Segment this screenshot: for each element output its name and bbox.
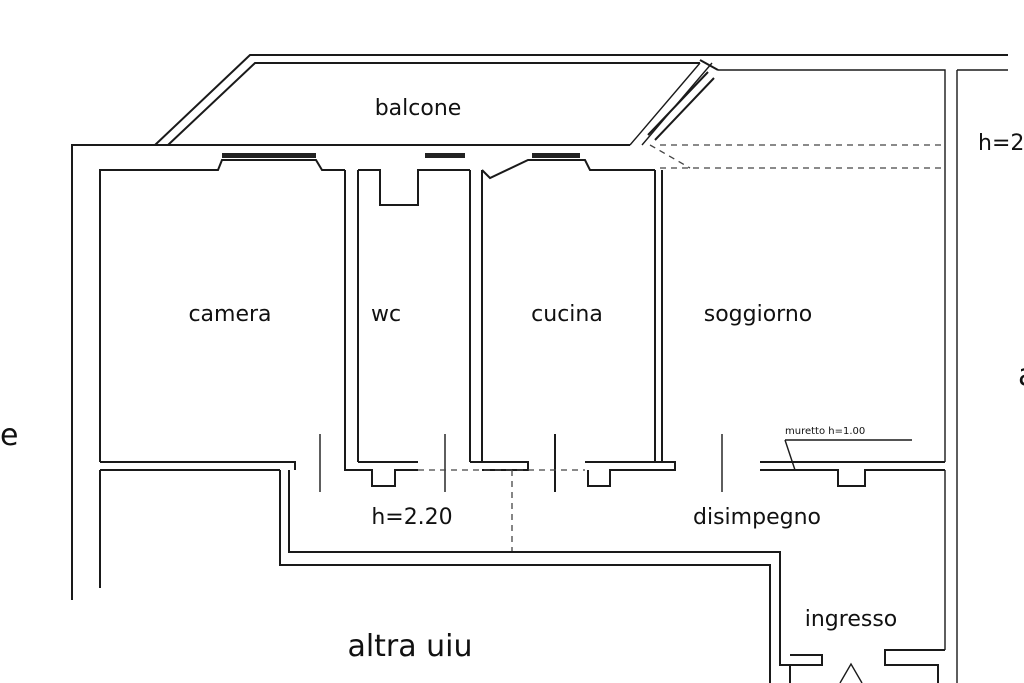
internal-walls bbox=[100, 170, 945, 487]
label-edge-right: a bbox=[1018, 358, 1024, 393]
corridor-walls bbox=[99, 470, 795, 683]
label-wc: wc bbox=[371, 302, 401, 327]
label-height-corridor: h=2.20 bbox=[371, 505, 452, 530]
label-camera: camera bbox=[188, 302, 271, 327]
label-soggiorno: soggiorno bbox=[704, 302, 813, 327]
overhang-dashes bbox=[649, 144, 945, 169]
label-muretto: muretto h=1.00 bbox=[785, 426, 865, 437]
label-altra-uiu: altra uiu bbox=[347, 629, 472, 664]
outer-walls bbox=[71, 69, 1008, 683]
label-ingresso: ingresso bbox=[805, 607, 898, 632]
window-wc bbox=[425, 153, 465, 158]
window-cucina bbox=[532, 153, 580, 158]
balcony-outline bbox=[154, 54, 1008, 146]
label-edge-left: e bbox=[0, 418, 18, 453]
windows bbox=[222, 71, 715, 158]
label-cucina: cucina bbox=[531, 302, 603, 327]
label-disimpegno: disimpegno bbox=[693, 505, 821, 530]
window-soggiorno bbox=[647, 71, 715, 141]
door-ticks bbox=[319, 434, 723, 492]
label-balcone: balcone bbox=[375, 96, 462, 121]
corridor-dashes bbox=[418, 469, 585, 552]
window-camera bbox=[222, 153, 316, 158]
entrance bbox=[789, 649, 945, 683]
entry-arrow-icon bbox=[839, 662, 863, 683]
label-height-right: h=2 bbox=[978, 131, 1024, 156]
